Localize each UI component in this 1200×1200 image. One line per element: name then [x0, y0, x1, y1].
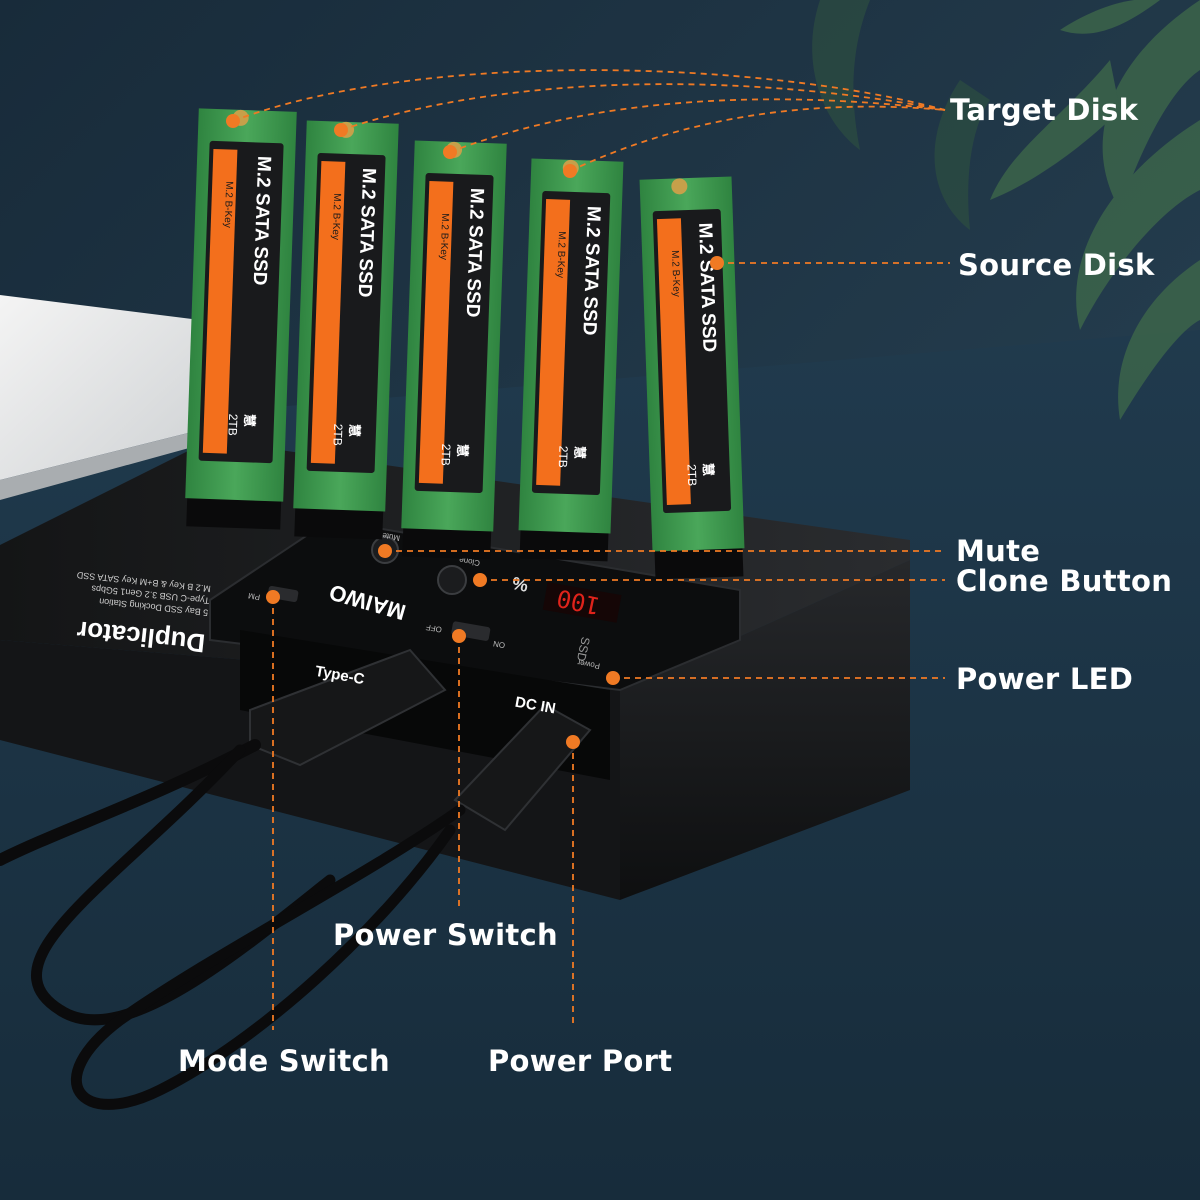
- ssd-key-text: M.2 B-Key: [554, 231, 567, 278]
- ssd-capacity-text: 2TB: [225, 414, 240, 436]
- ssd-name-text: M.2 SATA SSD: [462, 188, 488, 318]
- ssd-name-text: M.2 SATA SSD: [354, 168, 380, 298]
- ssd-capacity-text: 2TB: [438, 444, 453, 466]
- dc-cable: [70, 804, 466, 1110]
- ssd-logo-text: 慧: [699, 463, 715, 477]
- callout-lines: [232, 69, 950, 1030]
- power-led-label: Power LED: [956, 662, 1134, 696]
- panel-pm-label: PM: [247, 591, 261, 602]
- ssd-logo-text: 慧: [571, 446, 587, 460]
- ssd-orange-stripe: [310, 161, 346, 464]
- panel-power-label: Power: [576, 658, 600, 671]
- ssd-capacity-text: 2TB: [684, 464, 699, 486]
- ssd-name-text: M.2 SATA SSD: [694, 222, 720, 352]
- source-disk-label: Source Disk: [958, 248, 1155, 282]
- clone-button-label: Clone Button: [956, 564, 1173, 598]
- callout-markers: [226, 114, 724, 749]
- power-switch-label: Power Switch: [333, 918, 558, 952]
- ssd-logo-text: 慧: [346, 424, 362, 438]
- ssd-logo-text: 慧: [241, 414, 257, 428]
- ssd-name-text: M.2 SATA SSD: [578, 206, 604, 336]
- typec-cable: [0, 739, 261, 866]
- mute-label: Mute: [956, 534, 1041, 568]
- target-disk-label: Target Disk: [950, 93, 1139, 127]
- ssd-screw-notch: [671, 178, 688, 195]
- ssd-logo-text: 慧: [454, 444, 470, 458]
- mode-switch-label: Mode Switch: [178, 1044, 390, 1078]
- power-port-label: Power Port: [488, 1044, 673, 1078]
- typec-cable-loop: [31, 744, 336, 1026]
- panel-ssd-label: SSD: [574, 636, 593, 663]
- ssd-key-text: M.2 B-Key: [222, 181, 235, 228]
- ssd-key-text: M.2 B-Key: [330, 193, 343, 240]
- white-box-side: [0, 430, 200, 500]
- ssd-capacity-text: 2TB: [330, 424, 345, 446]
- plant-leaves-faint: [812, 0, 990, 230]
- ssd-orange-stripe: [418, 181, 454, 484]
- ssd-key-text: M.2 B-Key: [438, 213, 451, 260]
- dcin-label: DC IN: [514, 694, 557, 718]
- panel-on-label: ON: [492, 639, 506, 650]
- ssd-name-text: M.2 SATA SSD: [249, 156, 275, 286]
- ssd-orange-stripe: [656, 218, 691, 505]
- clone-button[interactable]: [437, 565, 467, 595]
- typec-connector[interactable]: [249, 648, 447, 767]
- ssd-orange-stripe: [536, 199, 571, 486]
- display-unit: %: [510, 573, 530, 596]
- ports-and-cables: Type-C DC IN: [0, 648, 592, 1110]
- plant-leaves: [990, 0, 1200, 420]
- dcin-connector[interactable]: [453, 703, 592, 832]
- white-box: [0, 295, 200, 480]
- panel-off-label: OFF: [425, 622, 442, 634]
- panel-mute-label: Mute: [381, 531, 401, 543]
- ssd-capacity-text: 2TB: [556, 446, 571, 468]
- led-display: [542, 582, 622, 623]
- ssd-orange-stripe: [202, 148, 238, 454]
- ssd-key-text: M.2 B-Key: [669, 250, 682, 297]
- device-front-face: [620, 560, 910, 900]
